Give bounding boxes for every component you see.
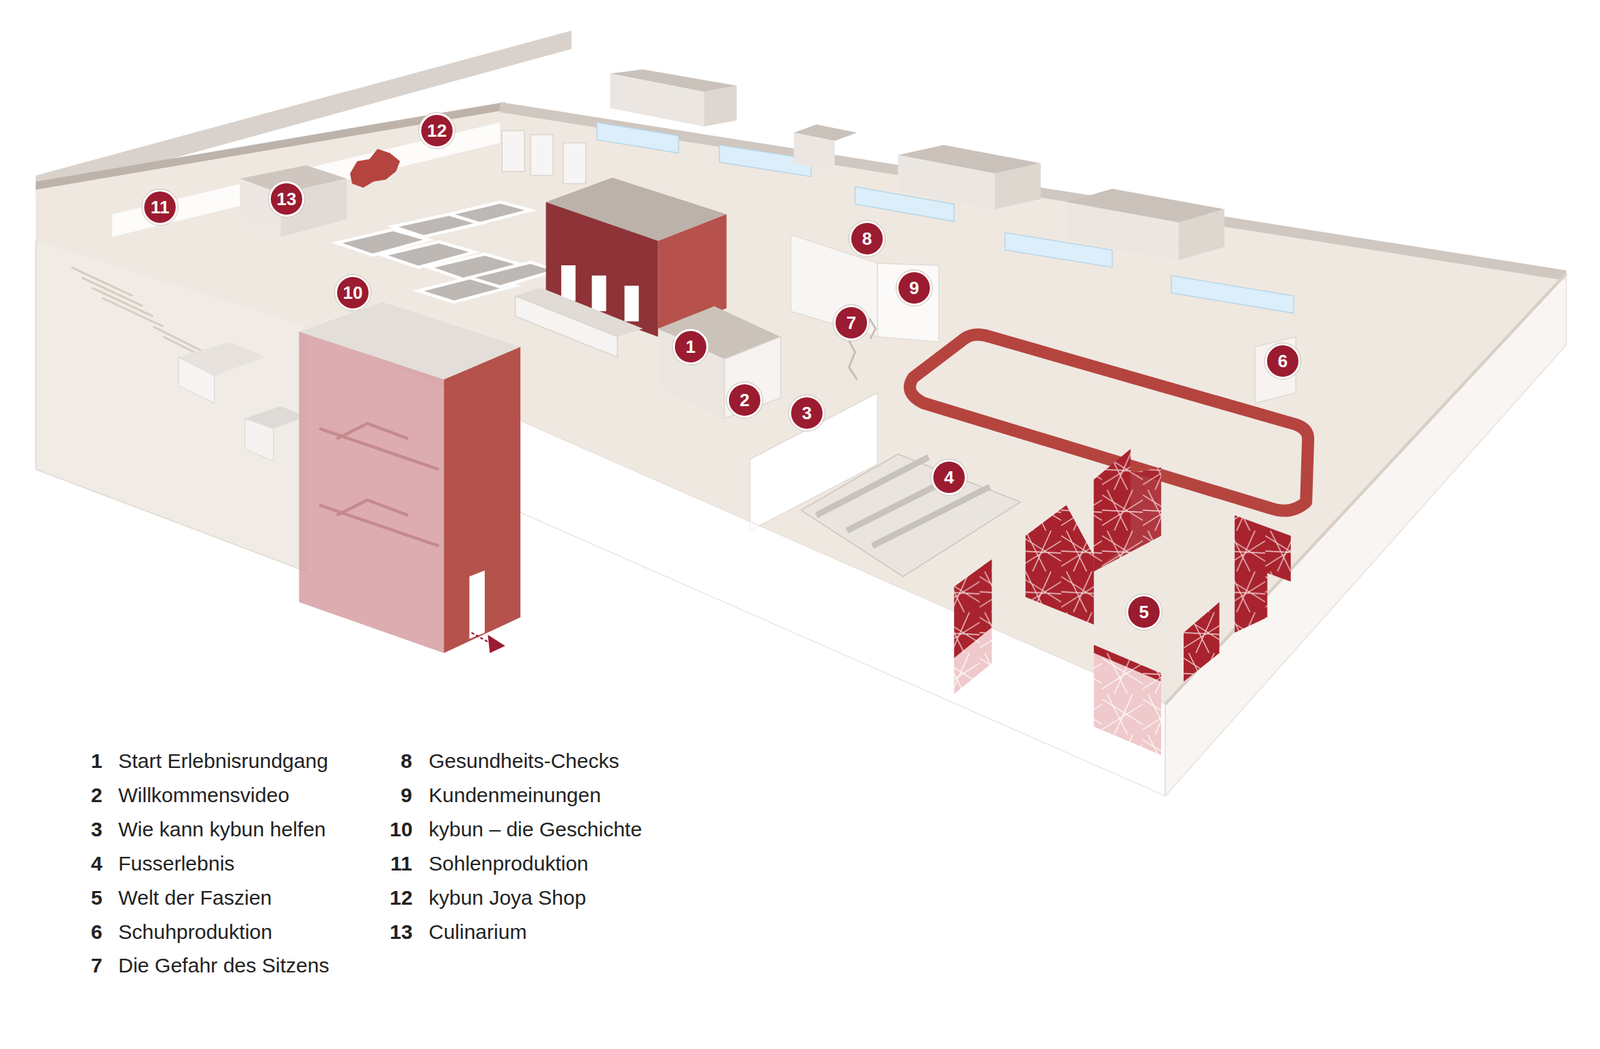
callout-circle: 5 [1126,594,1162,630]
callout-number: 7 [846,313,857,332]
callout-circle: 1 [672,328,709,365]
legend-text: Culinarium [428,919,527,945]
callout-number: 13 [276,190,297,208]
callout-number: 4 [944,468,954,487]
callout-circle: 6 [1264,343,1301,379]
callout-circle: 4 [931,459,967,496]
legend-number: 3 [90,817,103,842]
callout-circle: 9 [896,270,932,306]
legend-number: 1 [90,748,103,774]
legend-number: 7 [90,953,103,978]
legend-number: 5 [90,885,103,911]
callout-circle: 8 [849,220,885,257]
legend-text: kybun Joya Shop [428,885,586,911]
legend-number: 12 [389,885,413,911]
legend-text: Kundenmeinungen [428,782,602,808]
legend-number: 4 [90,851,103,876]
callout-circle: 11 [142,189,178,225]
legend-text: Schuhproduktion [118,919,273,945]
callout-circle: 13 [268,181,305,217]
callout-number: 9 [909,278,919,297]
legend-text: Gesundheits-Checks [428,748,619,774]
callout-number: 3 [802,404,812,422]
legend-number: 9 [400,782,413,808]
legend-text: kybun – die Geschichte [428,817,643,842]
callout-circle: 7 [833,304,870,341]
legend-number: 13 [389,919,413,945]
callout-number: 2 [739,391,750,409]
callout-number: 5 [1139,603,1149,621]
callout-number: 6 [1277,352,1288,370]
callout-circle: 3 [789,395,825,431]
callout-number: 10 [343,283,364,302]
legend-text: Willkommensvideo [118,782,290,808]
callout-number: 11 [150,198,170,217]
legend-text: Die Gefahr des Sitzens [118,953,329,978]
legend-number: 11 [390,851,413,876]
callout-circle: 2 [726,382,763,418]
legend-number: 8 [400,748,413,774]
callout-circle: 12 [419,112,455,149]
callout-number: 1 [685,337,696,356]
callout-number: 8 [862,229,872,248]
legend-number: 6 [90,919,103,945]
legend-text: Wie kann kybun helfen [118,817,327,842]
legend-text: Sohlenproduktion [428,851,589,876]
legend-text: Start Erlebnisrundgang [118,748,329,774]
legend-text: Welt der Faszien [118,885,273,911]
legend-text: Fusserlebnis [118,851,235,876]
legend-number: 10 [389,817,413,842]
callout-circle: 10 [335,274,371,311]
callout-number: 12 [427,121,448,140]
legend-number: 2 [90,782,103,808]
